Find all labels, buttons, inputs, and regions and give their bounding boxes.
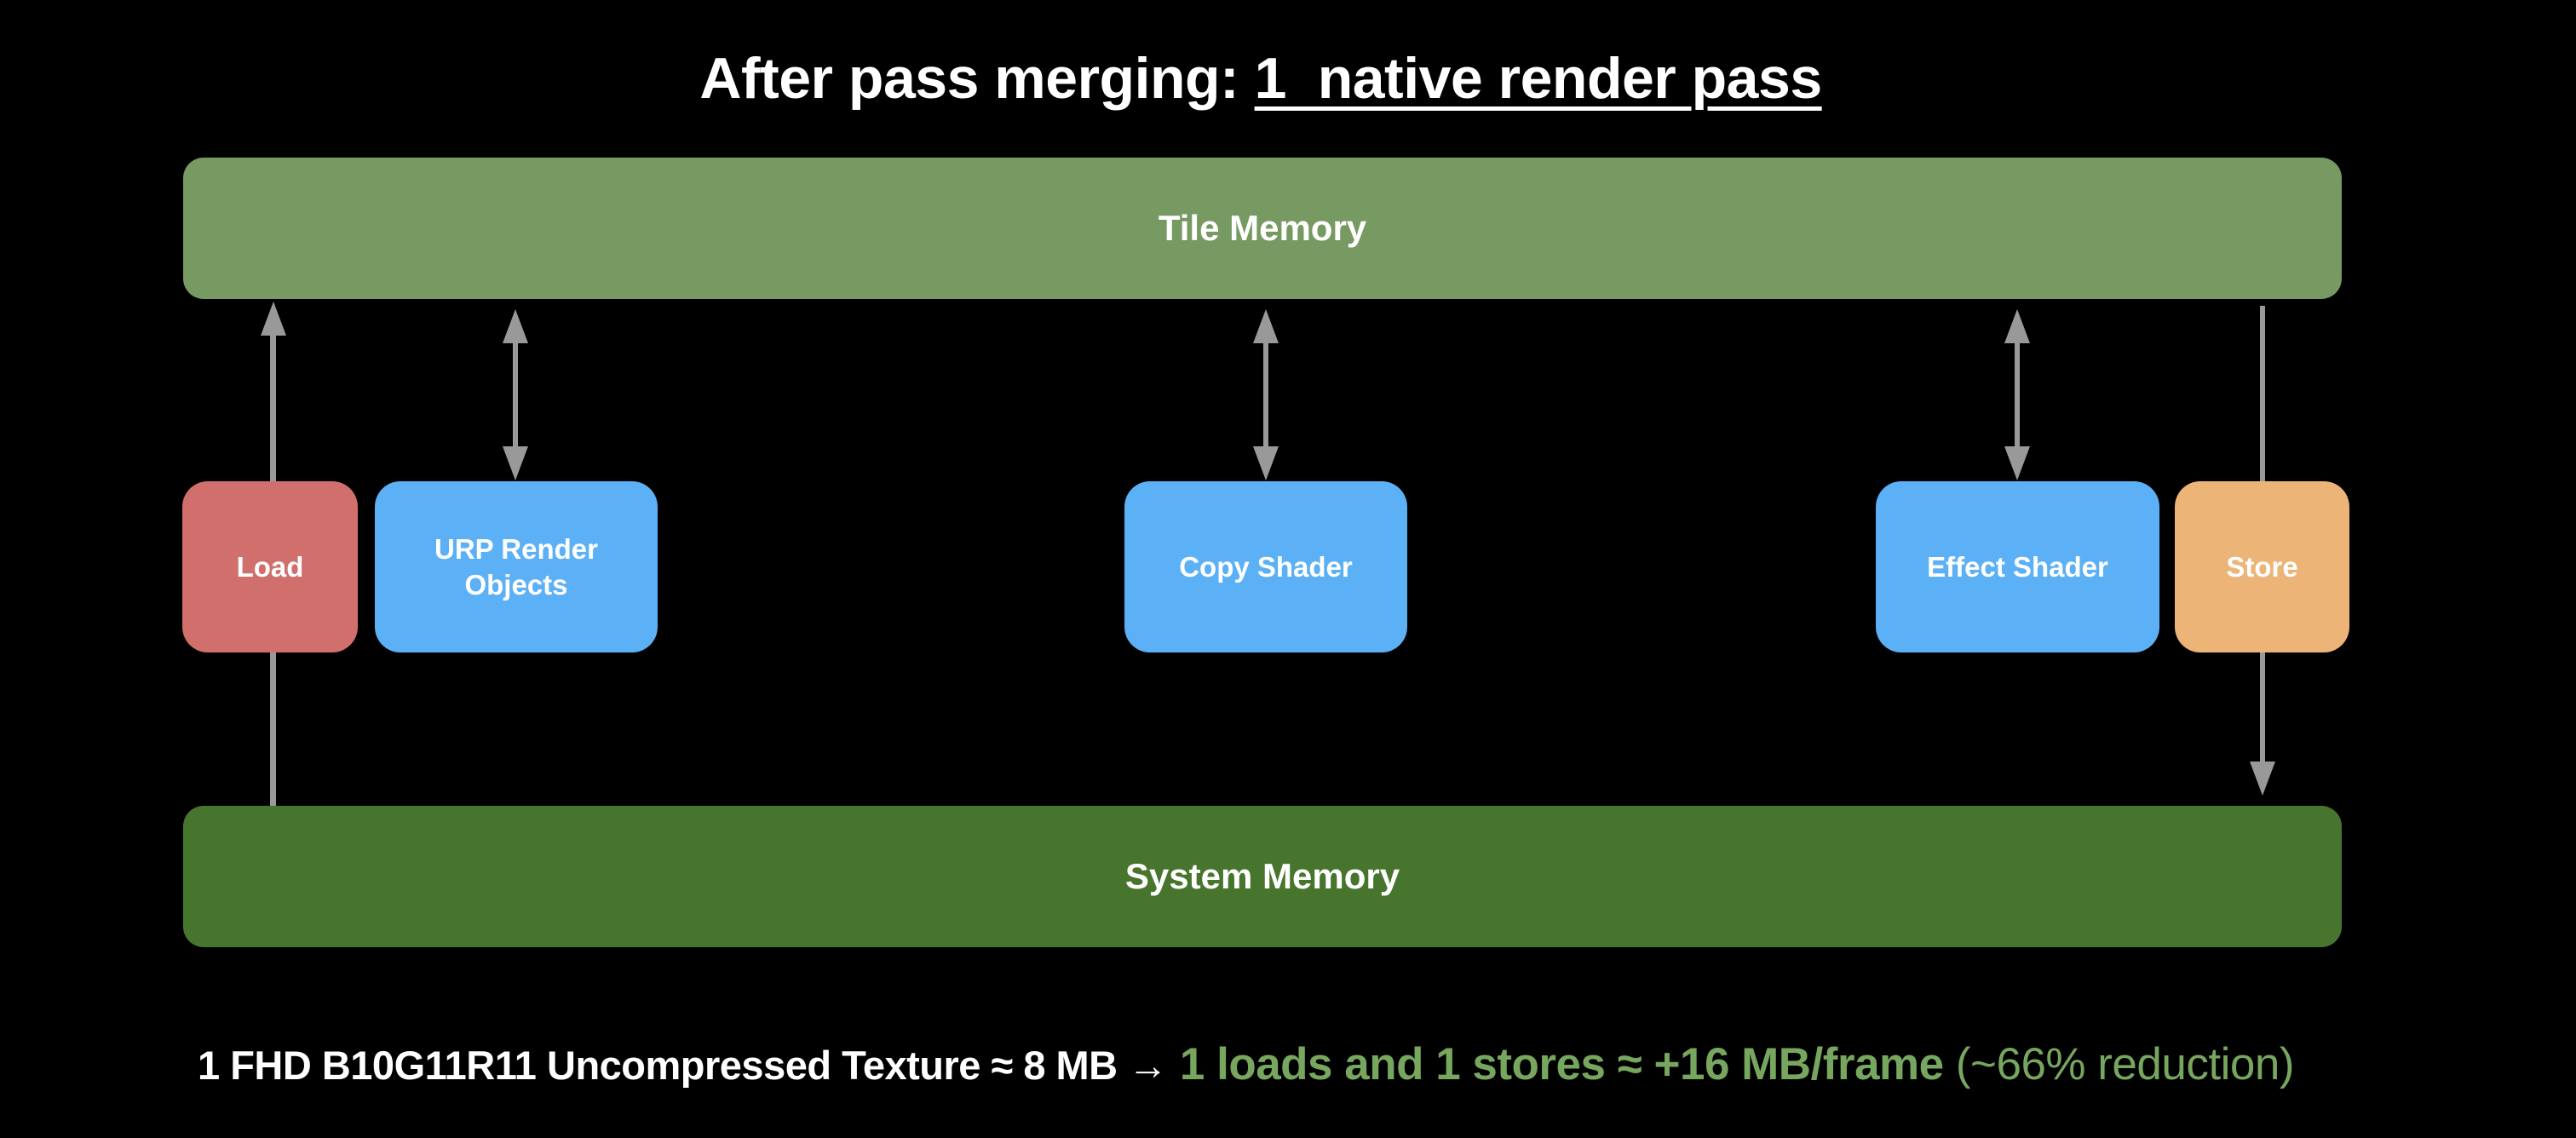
- title-emphasis: 1 native render pass: [1254, 46, 1823, 111]
- urp-tile-arrow-head-down: [503, 446, 528, 480]
- system-memory-label: System Memory: [1124, 856, 1400, 896]
- urp-tile-arrow-shaft: [513, 339, 518, 450]
- load-to-tile-arrow-shaft: [270, 332, 276, 481]
- store-label: Store: [2226, 550, 2298, 583]
- load-to-tile-arrow-head: [261, 302, 286, 336]
- footer-texture-size: 1 FHD B10G11R11 Uncompressed Texture ≈ 8…: [198, 1043, 1129, 1088]
- copy-shader-node: Copy Shader: [1124, 481, 1407, 652]
- urp-label-line2: Objects: [464, 568, 568, 601]
- footer-summary: 1 FHD B10G11R11 Uncompressed Texture ≈ 8…: [198, 1037, 2294, 1093]
- arrow-right-icon: →: [1128, 1043, 1168, 1088]
- tile-memory-label: Tile Memory: [1158, 208, 1367, 248]
- urp-render-objects-node: URP Render Objects: [375, 481, 658, 652]
- load-node: Load: [182, 481, 358, 652]
- tile-memory-block: Tile Memory: [183, 158, 2342, 299]
- store-node: Store: [2175, 481, 2349, 652]
- system-memory-block: System Memory: [183, 806, 2342, 947]
- urp-tile-arrow-head-up: [503, 309, 528, 343]
- store-to-system-arrow-shaft: [2260, 652, 2265, 767]
- copy-shader-label: Copy Shader: [1179, 550, 1353, 583]
- effect-shader-label: Effect Shader: [1927, 550, 2108, 583]
- footer-reduction-note: (~66% reduction): [1943, 1039, 2295, 1089]
- urp-label-line1: URP Render: [434, 532, 598, 565]
- store-to-system-arrow-head: [2250, 762, 2275, 796]
- load-label: Load: [236, 550, 304, 583]
- copy-tile-arrow-shaft: [1263, 339, 1268, 450]
- system-to-load-line: [270, 652, 276, 806]
- copy-tile-arrow-head-up: [1253, 309, 1279, 343]
- effect-tile-arrow-head-down: [2004, 446, 2030, 480]
- effect-tile-arrow-shaft: [2015, 339, 2020, 450]
- copy-tile-arrow-head-down: [1253, 446, 1279, 480]
- page-title: After pass merging: 1 native render pass: [0, 44, 2521, 112]
- effect-tile-arrow-head-up: [2004, 309, 2030, 343]
- footer-result: 1 loads and 1 stores ≈ +16 MB/frame: [1167, 1039, 1944, 1089]
- tile-to-store-line: [2260, 306, 2265, 481]
- effect-shader-node: Effect Shader: [1876, 481, 2159, 652]
- title-prefix: After pass merging:: [699, 46, 1255, 111]
